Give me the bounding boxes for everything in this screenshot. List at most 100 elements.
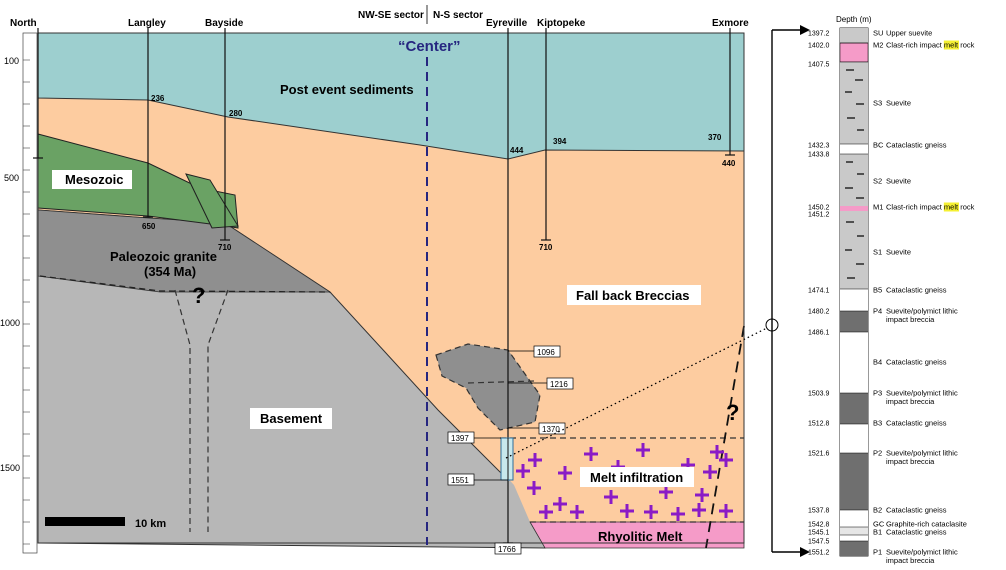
core-unit-name: Suevite: [886, 99, 911, 108]
core-interval: [500, 437, 514, 481]
core-depth-label: 1486.1: [808, 330, 830, 337]
core-unit-code: P2: [873, 449, 882, 458]
core-depth-label: 1432.3: [808, 143, 830, 150]
depth-tick-500: 500: [4, 173, 19, 183]
melt-crosses: [516, 443, 733, 521]
core-depth-label: 1480.2: [808, 309, 830, 316]
depth-marks: 236 280 444 394 370 440 650 710 710: [142, 94, 736, 252]
rhyolitic-melt-label: Rhyolitic Melt: [598, 529, 683, 544]
depth-tick-100: 100: [4, 56, 19, 66]
core-depth-label: 1537.8: [808, 508, 830, 515]
core-unit-code: P1: [873, 548, 882, 557]
scale-bar: [45, 517, 125, 526]
highlighted-word: melt: [942, 41, 959, 50]
post-event-sediments-label: Post event sediments: [280, 82, 414, 97]
well-label-north: North: [10, 18, 37, 29]
core-depth-label: 1542.8: [808, 522, 830, 529]
core-unit-code: B1: [873, 528, 882, 537]
well-label-langley: Langley: [128, 18, 166, 29]
well-label-exmore: Exmore: [712, 18, 749, 29]
core-depth-label: 1503.9: [808, 391, 830, 398]
depth-mark-650: 650: [142, 222, 156, 231]
core-unit-name: Suevite/polymict lithic: [886, 548, 958, 557]
depth-mark-394: 394: [553, 137, 567, 146]
highlight-marker: [943, 202, 960, 212]
core-unit-name-line2: impact breccia: [886, 397, 935, 406]
depth-box-1216: 1216: [550, 380, 568, 389]
well-label-kiptopeke: Kiptopeke: [537, 18, 586, 29]
depth-boxes: 1096 1216 1370 1397 1551 1766: [447, 345, 574, 555]
core-unit-name: Cataclastic gneiss: [886, 286, 947, 295]
sector-label-ns: N-S sector: [433, 10, 483, 21]
depth-box-1551: 1551: [451, 476, 469, 485]
well-label-eyreville: Eyreville: [486, 18, 528, 29]
core-unit-code: B3: [873, 419, 882, 428]
core-depth-label: 1402.0: [808, 43, 830, 50]
core-unit-code: P4: [873, 307, 882, 316]
core-depth-label: 1450.2: [808, 205, 830, 212]
core-unit-name: Cataclastic gneiss: [886, 528, 947, 537]
depth-box-1766: 1766: [498, 545, 516, 554]
core-unit-name-line2: impact breccia: [886, 457, 935, 466]
question-mark-dike: ?: [192, 283, 205, 308]
core-unit-code: BC: [873, 141, 884, 150]
core-depth-label: 1451.2: [808, 212, 830, 219]
depth-ruler: [22, 32, 38, 554]
melt-infiltration-label: Melt infiltration: [590, 470, 683, 485]
arrow-bottom-icon: [800, 547, 810, 557]
depth-mark-440: 440: [722, 159, 736, 168]
depth-header: Depth (m): [836, 15, 872, 24]
core-unit-name: Graphite-rich cataclasite: [886, 520, 967, 529]
depth-tick-1000: 1000: [0, 318, 20, 328]
sector-label-nwse: NW-SE sector: [358, 10, 424, 21]
highlight-marker: [943, 40, 960, 50]
breccia-megablock: [435, 343, 541, 431]
core-depth-label: 1512.8: [808, 421, 830, 428]
mesozoic-label-box: [52, 170, 132, 189]
core-unit-name-line2: impact breccia: [886, 315, 935, 324]
depth-box-1370: 1370: [542, 425, 560, 434]
core-depth-label: 1551.2: [808, 550, 830, 557]
basement-label-box: [250, 408, 332, 429]
depth-mark-710-kiptopeke: 710: [539, 243, 553, 252]
core-unit-name: Cataclastic gneiss: [886, 419, 947, 428]
depth-mark-280: 280: [229, 109, 243, 118]
core-unit-name: Upper suevite: [886, 29, 932, 38]
core-unit-code: B5: [873, 286, 882, 295]
core-unit-name: Suevite/polymict lithic: [886, 449, 958, 458]
basement-label: Basement: [260, 411, 323, 426]
arrow-top-icon: [800, 25, 810, 35]
core-unit-code: S1: [873, 248, 882, 257]
core-unit-code: B2: [873, 506, 882, 515]
core-unit-name: Suevite: [886, 248, 911, 257]
paleozoic-granite-label: Paleozoic granite: [110, 249, 217, 264]
core-unit-code: GC: [873, 520, 885, 529]
core-unit-code: SU: [873, 29, 883, 38]
core-depth-label: 1521.6: [808, 451, 830, 458]
depth-tick-1500: 1500: [0, 463, 20, 473]
core-unit-name-line2: impact breccia: [886, 556, 935, 565]
mesozoic-unit: [37, 133, 239, 229]
depth-mark-236: 236: [151, 94, 165, 103]
core-depth-label: 1433.8: [808, 152, 830, 159]
core-unit-code: M2: [873, 41, 883, 50]
core-unit-name: Cataclastic gneiss: [886, 141, 947, 150]
core-unit-name: Cataclastic gneiss: [886, 506, 947, 515]
core-unit-name: Suevite/polymict lithic: [886, 307, 958, 316]
dike-dashed-outline: [174, 289, 229, 532]
core-log-column: [839, 27, 869, 557]
scale-bar-label: 10 km: [135, 518, 166, 530]
melt-infiltration-label-box: [580, 467, 694, 487]
core-unit-name: Suevite/polymict lithic: [886, 389, 958, 398]
depth-mark-370: 370: [708, 133, 722, 142]
core-unit-code: P3: [873, 389, 882, 398]
core-unit-code: S2: [873, 177, 882, 186]
depth-box-1096: 1096: [537, 348, 555, 357]
core-depth-label: 1474.1: [808, 288, 830, 295]
core-unit-name: Clast-rich impact melt rock: [886, 203, 975, 212]
question-mark-fault: ?: [726, 400, 739, 425]
fallback-breccias-label: Fall back Breccias: [576, 288, 689, 303]
core-unit-name: Suevite: [886, 177, 911, 186]
